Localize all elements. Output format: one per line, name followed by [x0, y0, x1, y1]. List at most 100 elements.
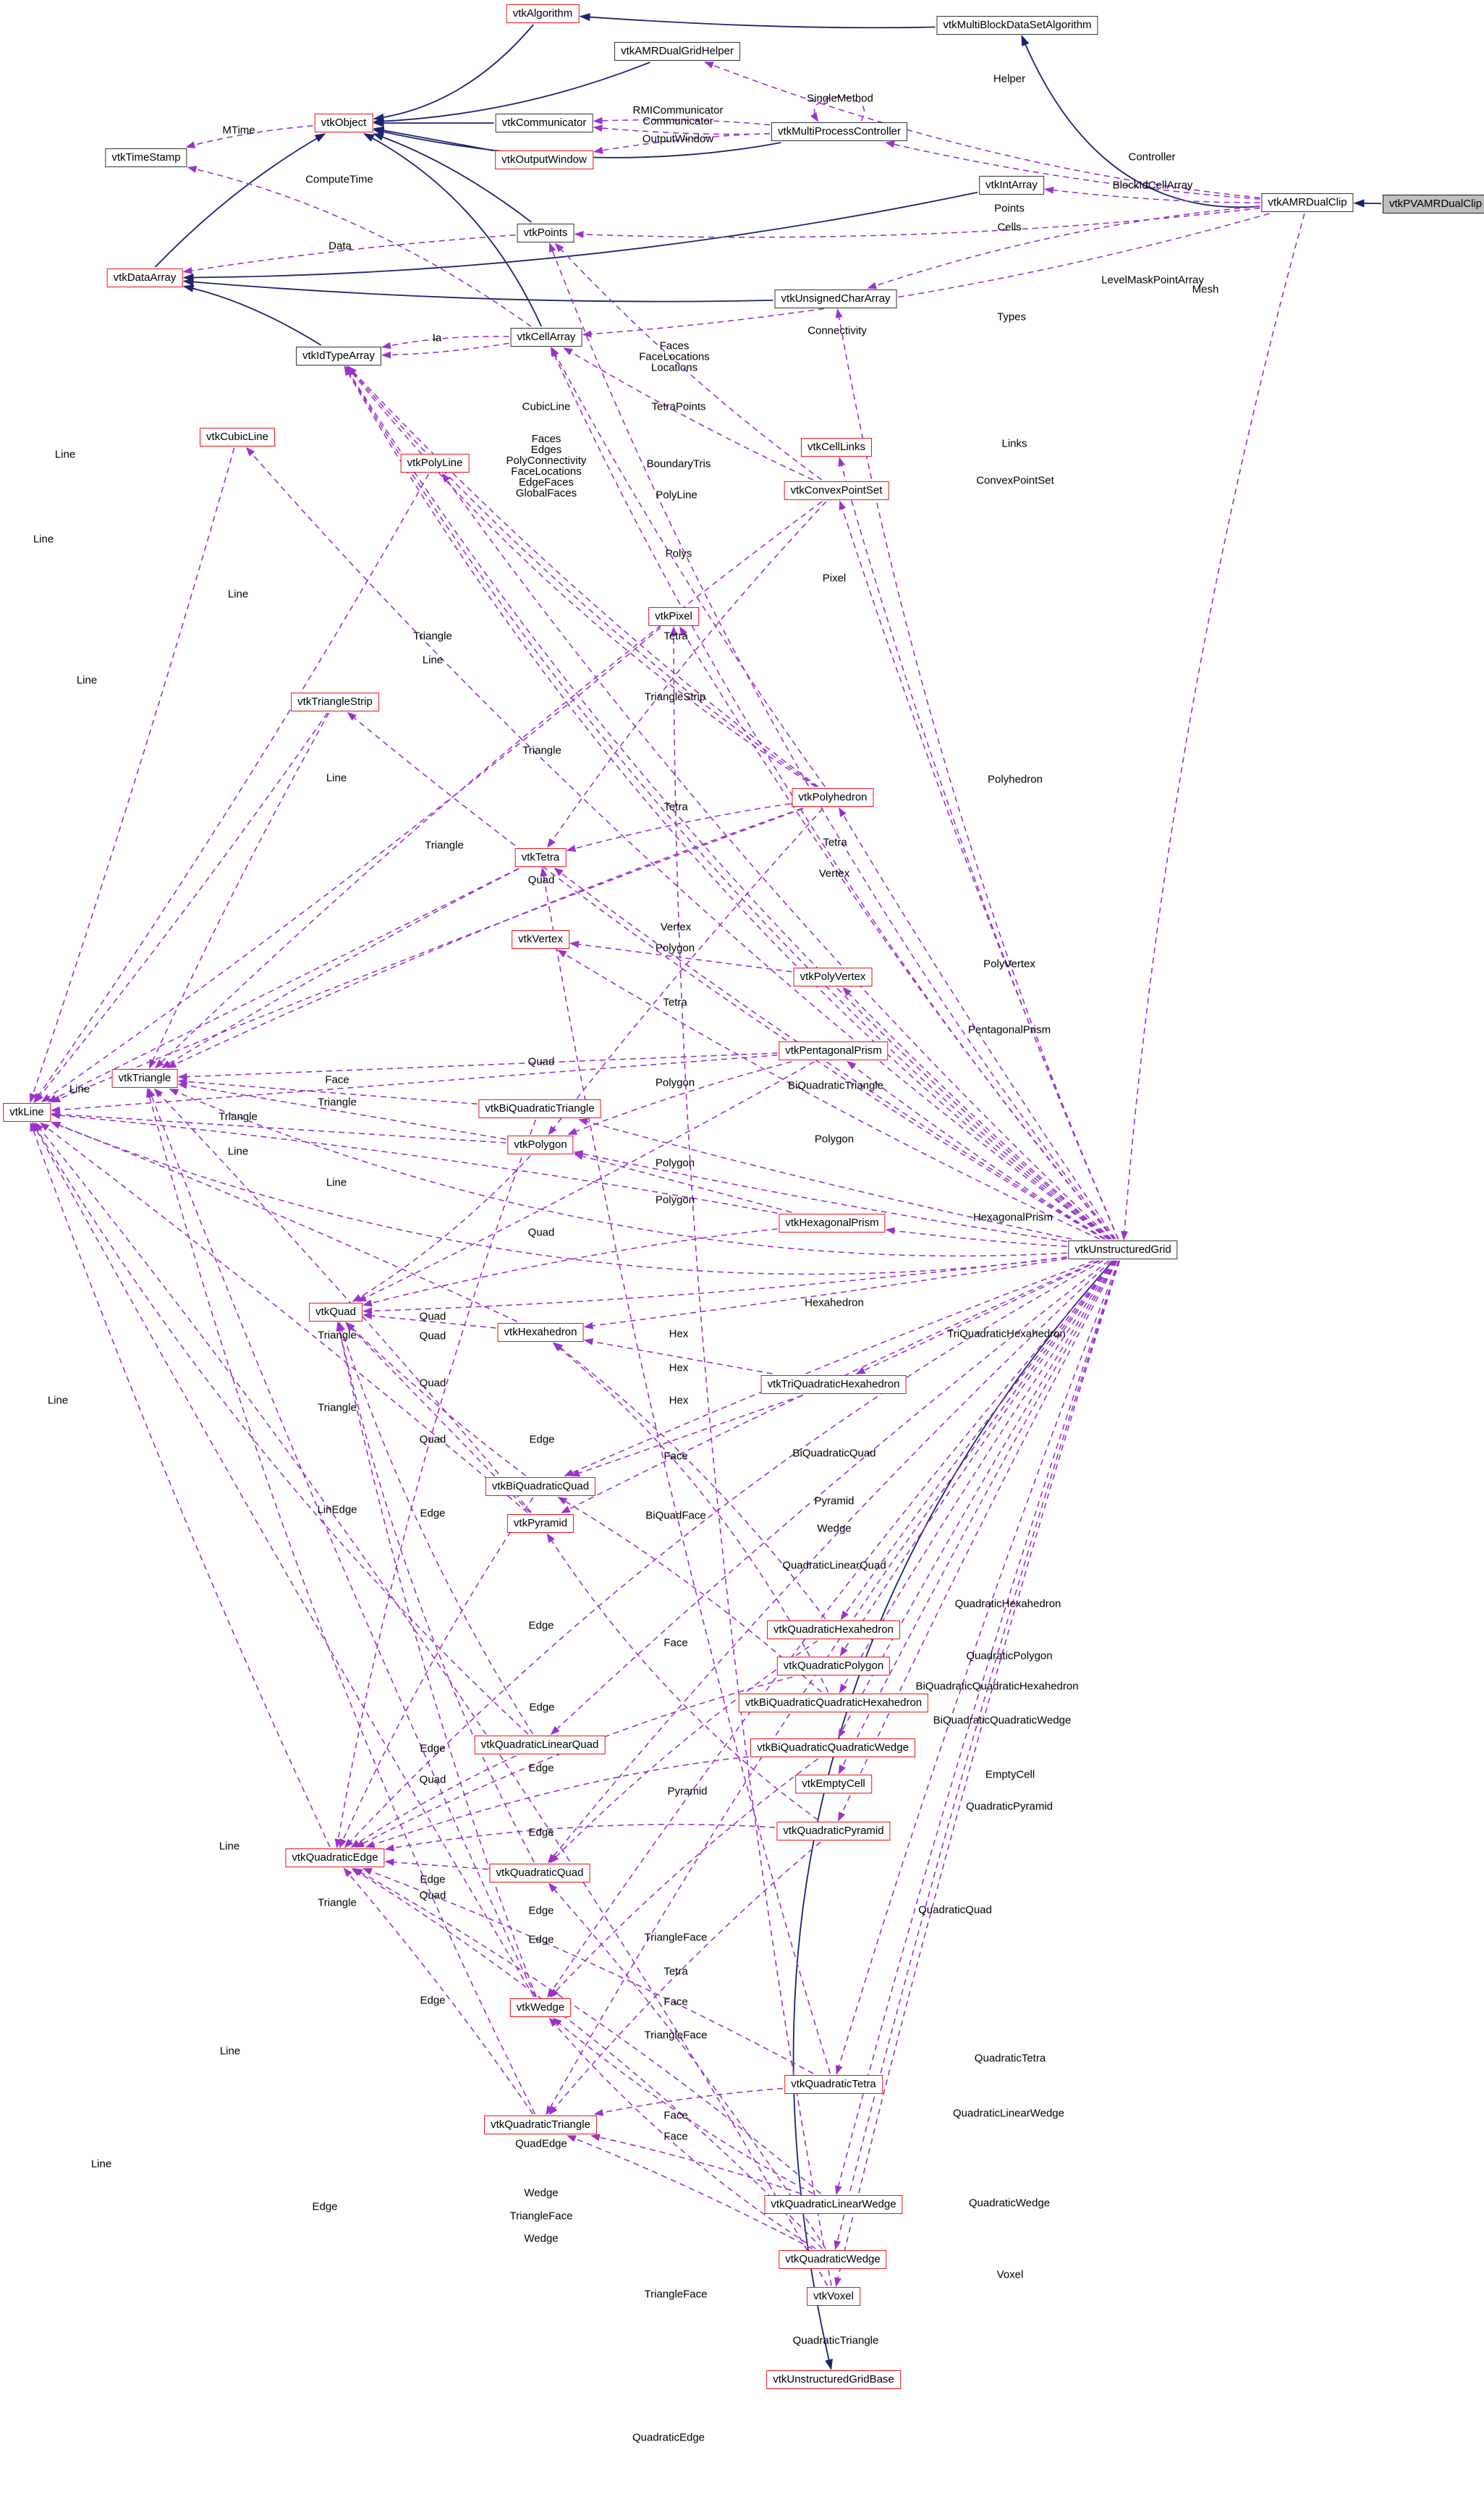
collaboration-edge	[569, 940, 792, 973]
edge-label: Hexahedron	[805, 1296, 864, 1309]
collaboration-edge	[362, 1312, 496, 1329]
class-node-vtkVoxel[interactable]: vtkVoxel	[807, 2287, 860, 2306]
collaboration-edge	[557, 949, 1101, 1240]
collaboration-edge	[381, 342, 509, 359]
collaboration-edge	[839, 1260, 1116, 1657]
collaboration-edge	[351, 1867, 823, 2249]
class-node-vtkQuad[interactable]: vtkQuad	[309, 1303, 362, 1322]
class-node-vtkPentagonalPrism[interactable]: vtkPentagonalPrism	[779, 1041, 889, 1060]
class-node-vtkPixel[interactable]: vtkPixel	[648, 607, 699, 626]
class-node-vtkIntArray[interactable]: vtkIntArray	[979, 176, 1044, 195]
class-node-vtkHexagonalPrism[interactable]: vtkHexagonalPrism	[779, 1214, 886, 1233]
edge-label: QuadraticLinearWedge	[953, 2107, 1064, 2120]
class-node-vtkCubicLine[interactable]: vtkCubicLine	[200, 428, 275, 447]
edge-label: QuadraticPyramid	[965, 1800, 1053, 1813]
collaboration-edge	[838, 1260, 1117, 1738]
collaboration-edge	[347, 365, 819, 787]
class-node-vtkAMRDualClip[interactable]: vtkAMRDualClip	[1261, 193, 1354, 212]
class-node-vtkMultiProcessController[interactable]: vtkMultiProcessController	[771, 122, 908, 141]
edge-label: Line	[326, 772, 347, 785]
edge-label: Polyhedron	[988, 773, 1043, 786]
edge-label: Edge	[528, 1933, 554, 1946]
collaboration-edge	[346, 365, 816, 787]
collaboration-edge	[549, 242, 1115, 1240]
class-node-vtkBiQuadraticTriangle[interactable]: vtkBiQuadraticTriangle	[478, 1099, 601, 1118]
edge-label: Edge	[529, 1433, 555, 1446]
edge-label: BiQuadraticQuad	[792, 1447, 876, 1460]
class-node-vtkBiQuadraticQuadraticWedge[interactable]: vtkBiQuadraticQuadraticWedge	[750, 1738, 915, 1757]
class-node-vtkEmptyCell[interactable]: vtkEmptyCell	[795, 1775, 872, 1793]
class-node-vtkLine[interactable]: vtkLine	[3, 1103, 51, 1122]
class-node-vtkPolyLine[interactable]: vtkPolyLine	[400, 454, 470, 473]
class-node-vtkTriangle[interactable]: vtkTriangle	[111, 1069, 178, 1088]
class-node-vtkPolygon[interactable]: vtkPolygon	[507, 1136, 574, 1154]
edge-label: Pixel	[822, 572, 847, 585]
edge-label: Vertex	[660, 921, 692, 934]
class-node-vtkTriangleStrip[interactable]: vtkTriangleStrip	[291, 693, 379, 711]
class-node-vtkQuadraticTetra[interactable]: vtkQuadraticTetra	[784, 2075, 883, 2094]
edge-label: Hex	[669, 1394, 689, 1407]
class-node-vtkPVAMRDualClip[interactable]: vtkPVAMRDualClip	[1382, 195, 1484, 214]
class-node-vtkCellArray[interactable]: vtkCellArray	[510, 328, 582, 347]
class-node-vtkQuadraticTriangle[interactable]: vtkQuadraticTriangle	[484, 2116, 597, 2134]
class-node-vtkQuadraticQuad[interactable]: vtkQuadraticQuad	[489, 1864, 590, 1882]
class-node-vtkMultiBlockDataSetAlgorithm[interactable]: vtkMultiBlockDataSetAlgorithm	[936, 16, 1098, 35]
edge-label: Triangle	[413, 630, 452, 643]
class-node-vtkTetra[interactable]: vtkTetra	[514, 848, 567, 867]
class-node-vtkUnstructuredGridBase[interactable]: vtkUnstructuredGridBase	[766, 2370, 901, 2389]
class-node-vtkTriQuadraticHexahedron[interactable]: vtkTriQuadraticHexahedron	[760, 1375, 907, 1394]
class-node-vtkQuadraticLinearQuad[interactable]: vtkQuadraticLinearQuad	[474, 1736, 606, 1754]
collaboration-edge	[551, 347, 826, 787]
collaboration-edge	[185, 124, 313, 149]
collaboration-edge	[574, 207, 1260, 238]
class-node-vtkAMRDualGridHelper[interactable]: vtkAMRDualGridHelper	[614, 42, 740, 61]
collaboration-edge	[343, 1867, 534, 2115]
class-node-vtkBiQuadraticQuad[interactable]: vtkBiQuadraticQuad	[485, 1477, 596, 1496]
collaboration-edge	[554, 242, 822, 481]
edge-label: Polys	[665, 547, 692, 560]
class-node-vtkOutputWindow[interactable]: vtkOutputWindow	[495, 151, 593, 169]
collaboration-edge	[540, 867, 831, 2074]
class-node-vtkQuadraticWedge[interactable]: vtkQuadraticWedge	[779, 2250, 887, 2269]
class-node-vtkTimeStamp[interactable]: vtkTimeStamp	[105, 148, 187, 167]
class-node-vtkPyramid[interactable]: vtkPyramid	[506, 1514, 574, 1533]
collaboration-edge	[810, 96, 865, 122]
inheritance-edge	[579, 13, 936, 29]
collaboration-edge	[583, 1258, 1067, 1330]
class-node-vtkQuadraticHexahedron[interactable]: vtkQuadraticHexahedron	[767, 1620, 900, 1639]
collaboration-edge	[362, 1256, 1067, 1315]
class-node-vtkConvexPointSet[interactable]: vtkConvexPointSet	[784, 481, 889, 500]
edge-label: Quad	[419, 1310, 446, 1323]
class-node-vtkPolyhedron[interactable]: vtkPolyhedron	[792, 788, 874, 807]
class-node-vtkQuadraticPyramid[interactable]: vtkQuadraticPyramid	[776, 1822, 891, 1840]
collaboration-edge	[34, 1122, 828, 2286]
class-node-vtkPoints[interactable]: vtkPoints	[517, 224, 574, 242]
edge-label: QuadraticQuad	[918, 1903, 992, 1916]
collaboration-edge	[885, 1227, 1067, 1247]
edge-label: Edge	[312, 2200, 338, 2213]
collaboration-edge	[551, 347, 1115, 1240]
class-node-vtkQuadraticEdge[interactable]: vtkQuadraticEdge	[285, 1848, 385, 1867]
class-node-vtkBiQuadraticQuadraticHexahedron[interactable]: vtkBiQuadraticQuadraticHexahedron	[738, 1694, 929, 1712]
class-node-vtkIdTypeArray[interactable]: vtkIdTypeArray	[295, 347, 382, 365]
class-node-vtkObject[interactable]: vtkObject	[314, 114, 373, 132]
edge-label: Types	[996, 310, 1027, 324]
class-node-vtkUnsignedCharArray[interactable]: vtkUnsignedCharArray	[774, 289, 897, 308]
class-node-vtkPolyVertex[interactable]: vtkPolyVertex	[793, 968, 873, 986]
class-node-vtkDataArray[interactable]: vtkDataArray	[106, 269, 183, 287]
edge-label: Line	[69, 1083, 90, 1096]
class-node-vtkCommunicator[interactable]: vtkCommunicator	[495, 114, 593, 132]
class-node-vtkCellLinks[interactable]: vtkCellLinks	[800, 438, 873, 457]
class-node-vtkAlgorithm[interactable]: vtkAlgorithm	[506, 4, 580, 23]
edge-label: Triangle	[318, 1896, 357, 1909]
edge-label: Line	[76, 674, 98, 687]
class-node-vtkQuadraticLinearWedge[interactable]: vtkQuadraticLinearWedge	[764, 2195, 903, 2214]
class-node-vtkQuadraticPolygon[interactable]: vtkQuadraticPolygon	[776, 1657, 891, 1675]
collaboration-edge	[838, 457, 1119, 1240]
class-node-vtkWedge[interactable]: vtkWedge	[509, 1998, 572, 2017]
edge-label: BlockIdCellArray	[1112, 179, 1193, 192]
edge-label: Voxel	[996, 2268, 1024, 2281]
class-node-vtkUnstructuredGrid[interactable]: vtkUnstructuredGrid	[1068, 1241, 1178, 1259]
class-node-vtkVertex[interactable]: vtkVertex	[512, 930, 569, 949]
class-node-vtkHexahedron[interactable]: vtkHexahedron	[497, 1323, 584, 1342]
